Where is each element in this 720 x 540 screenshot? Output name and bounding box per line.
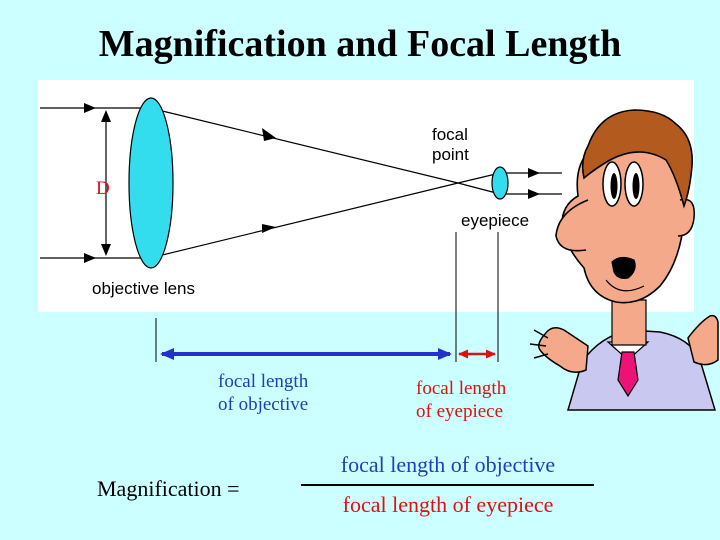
ray-top-converge-arrow	[262, 128, 276, 141]
cartoon-right-hand	[687, 314, 719, 366]
cartoon-left-fingers	[529, 329, 549, 359]
aperture-arrow-top	[101, 110, 111, 122]
focal-point-label-line1: focal	[432, 125, 468, 144]
fraction-bar	[301, 484, 594, 486]
cartoon-right-pupil	[632, 173, 640, 199]
objective-lens-shape	[128, 97, 174, 269]
eyepiece-focal-length-label: focal length of eyepiece	[416, 377, 506, 423]
cartoon-hair	[581, 109, 693, 209]
cartoon-mouth	[611, 256, 636, 279]
cartoon-nose	[555, 199, 589, 252]
ray-bottom-converge	[149, 182, 459, 259]
cartoon-neck	[611, 299, 647, 346]
objective-focal-length-line2: of objective	[218, 394, 309, 415]
ray-top-converge	[149, 107, 459, 184]
cartoon-ear	[677, 198, 695, 237]
cartoon-left-pupil	[610, 173, 618, 199]
aperture-label: D	[96, 178, 110, 199]
ray-exit-top-arrow	[528, 168, 540, 178]
objective-focal-length-label: focal length of objective	[218, 370, 308, 416]
cartoon-tie	[617, 351, 639, 398]
ray-exit-bottom-arrow	[528, 189, 540, 199]
cartoon-left-hand	[538, 327, 589, 373]
eyepiece-lens-shape	[491, 166, 509, 200]
ray-bottom-converge-arrow	[262, 224, 276, 233]
ray-top-in-arrow	[84, 103, 96, 113]
objective-lens-label: objective lens	[92, 279, 195, 298]
page-title: Magnification and Focal Length	[98, 23, 622, 65]
aperture-arrow-bottom	[101, 244, 111, 256]
ray-bottom-in-arrow	[84, 253, 96, 263]
cartoon-man-illustration	[529, 109, 719, 411]
cartoon-chin	[605, 279, 645, 292]
magnification-label: Magnification =	[97, 476, 240, 501]
formula-numerator: focal length of objective	[340, 452, 556, 477]
focal-point-label-line2: point	[432, 145, 469, 164]
eyepiece-label: eyepiece	[461, 211, 529, 230]
formula-denominator: focal length of eyepiece	[342, 492, 554, 517]
eyepiece-focal-length-line1: focal length	[416, 378, 507, 399]
objective-focal-length-line1: focal length	[218, 371, 309, 392]
eyepiece-focal-length-line2: of eyepiece	[416, 401, 504, 422]
